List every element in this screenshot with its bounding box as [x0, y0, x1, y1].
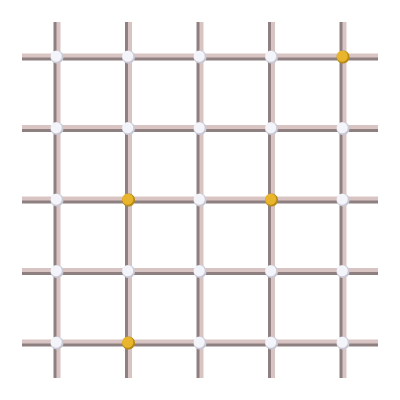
peg[interactable] [336, 336, 350, 350]
peg[interactable] [122, 122, 135, 135]
peg[interactable] [336, 193, 350, 207]
peg[interactable] [122, 50, 135, 64]
peg[interactable] [50, 122, 64, 135]
peg[interactable] [336, 122, 350, 135]
peg[interactable] [265, 122, 278, 135]
peg[interactable] [265, 336, 278, 350]
peg[interactable] [193, 122, 207, 135]
peg[interactable] [265, 50, 278, 64]
peg[interactable] [193, 336, 207, 350]
peg[interactable] [193, 265, 207, 278]
peg-active[interactable] [122, 336, 135, 350]
peg[interactable] [193, 50, 207, 64]
peg-active[interactable] [265, 193, 278, 207]
pegs [50, 50, 350, 350]
peg[interactable] [193, 193, 207, 207]
peg[interactable] [50, 50, 64, 64]
peg[interactable] [122, 265, 135, 278]
peg-active[interactable] [336, 50, 350, 64]
peg[interactable] [50, 336, 64, 350]
peg[interactable] [336, 265, 350, 278]
peg[interactable] [265, 265, 278, 278]
peg[interactable] [50, 193, 64, 207]
peg[interactable] [50, 265, 64, 278]
peg-active[interactable] [122, 193, 135, 207]
